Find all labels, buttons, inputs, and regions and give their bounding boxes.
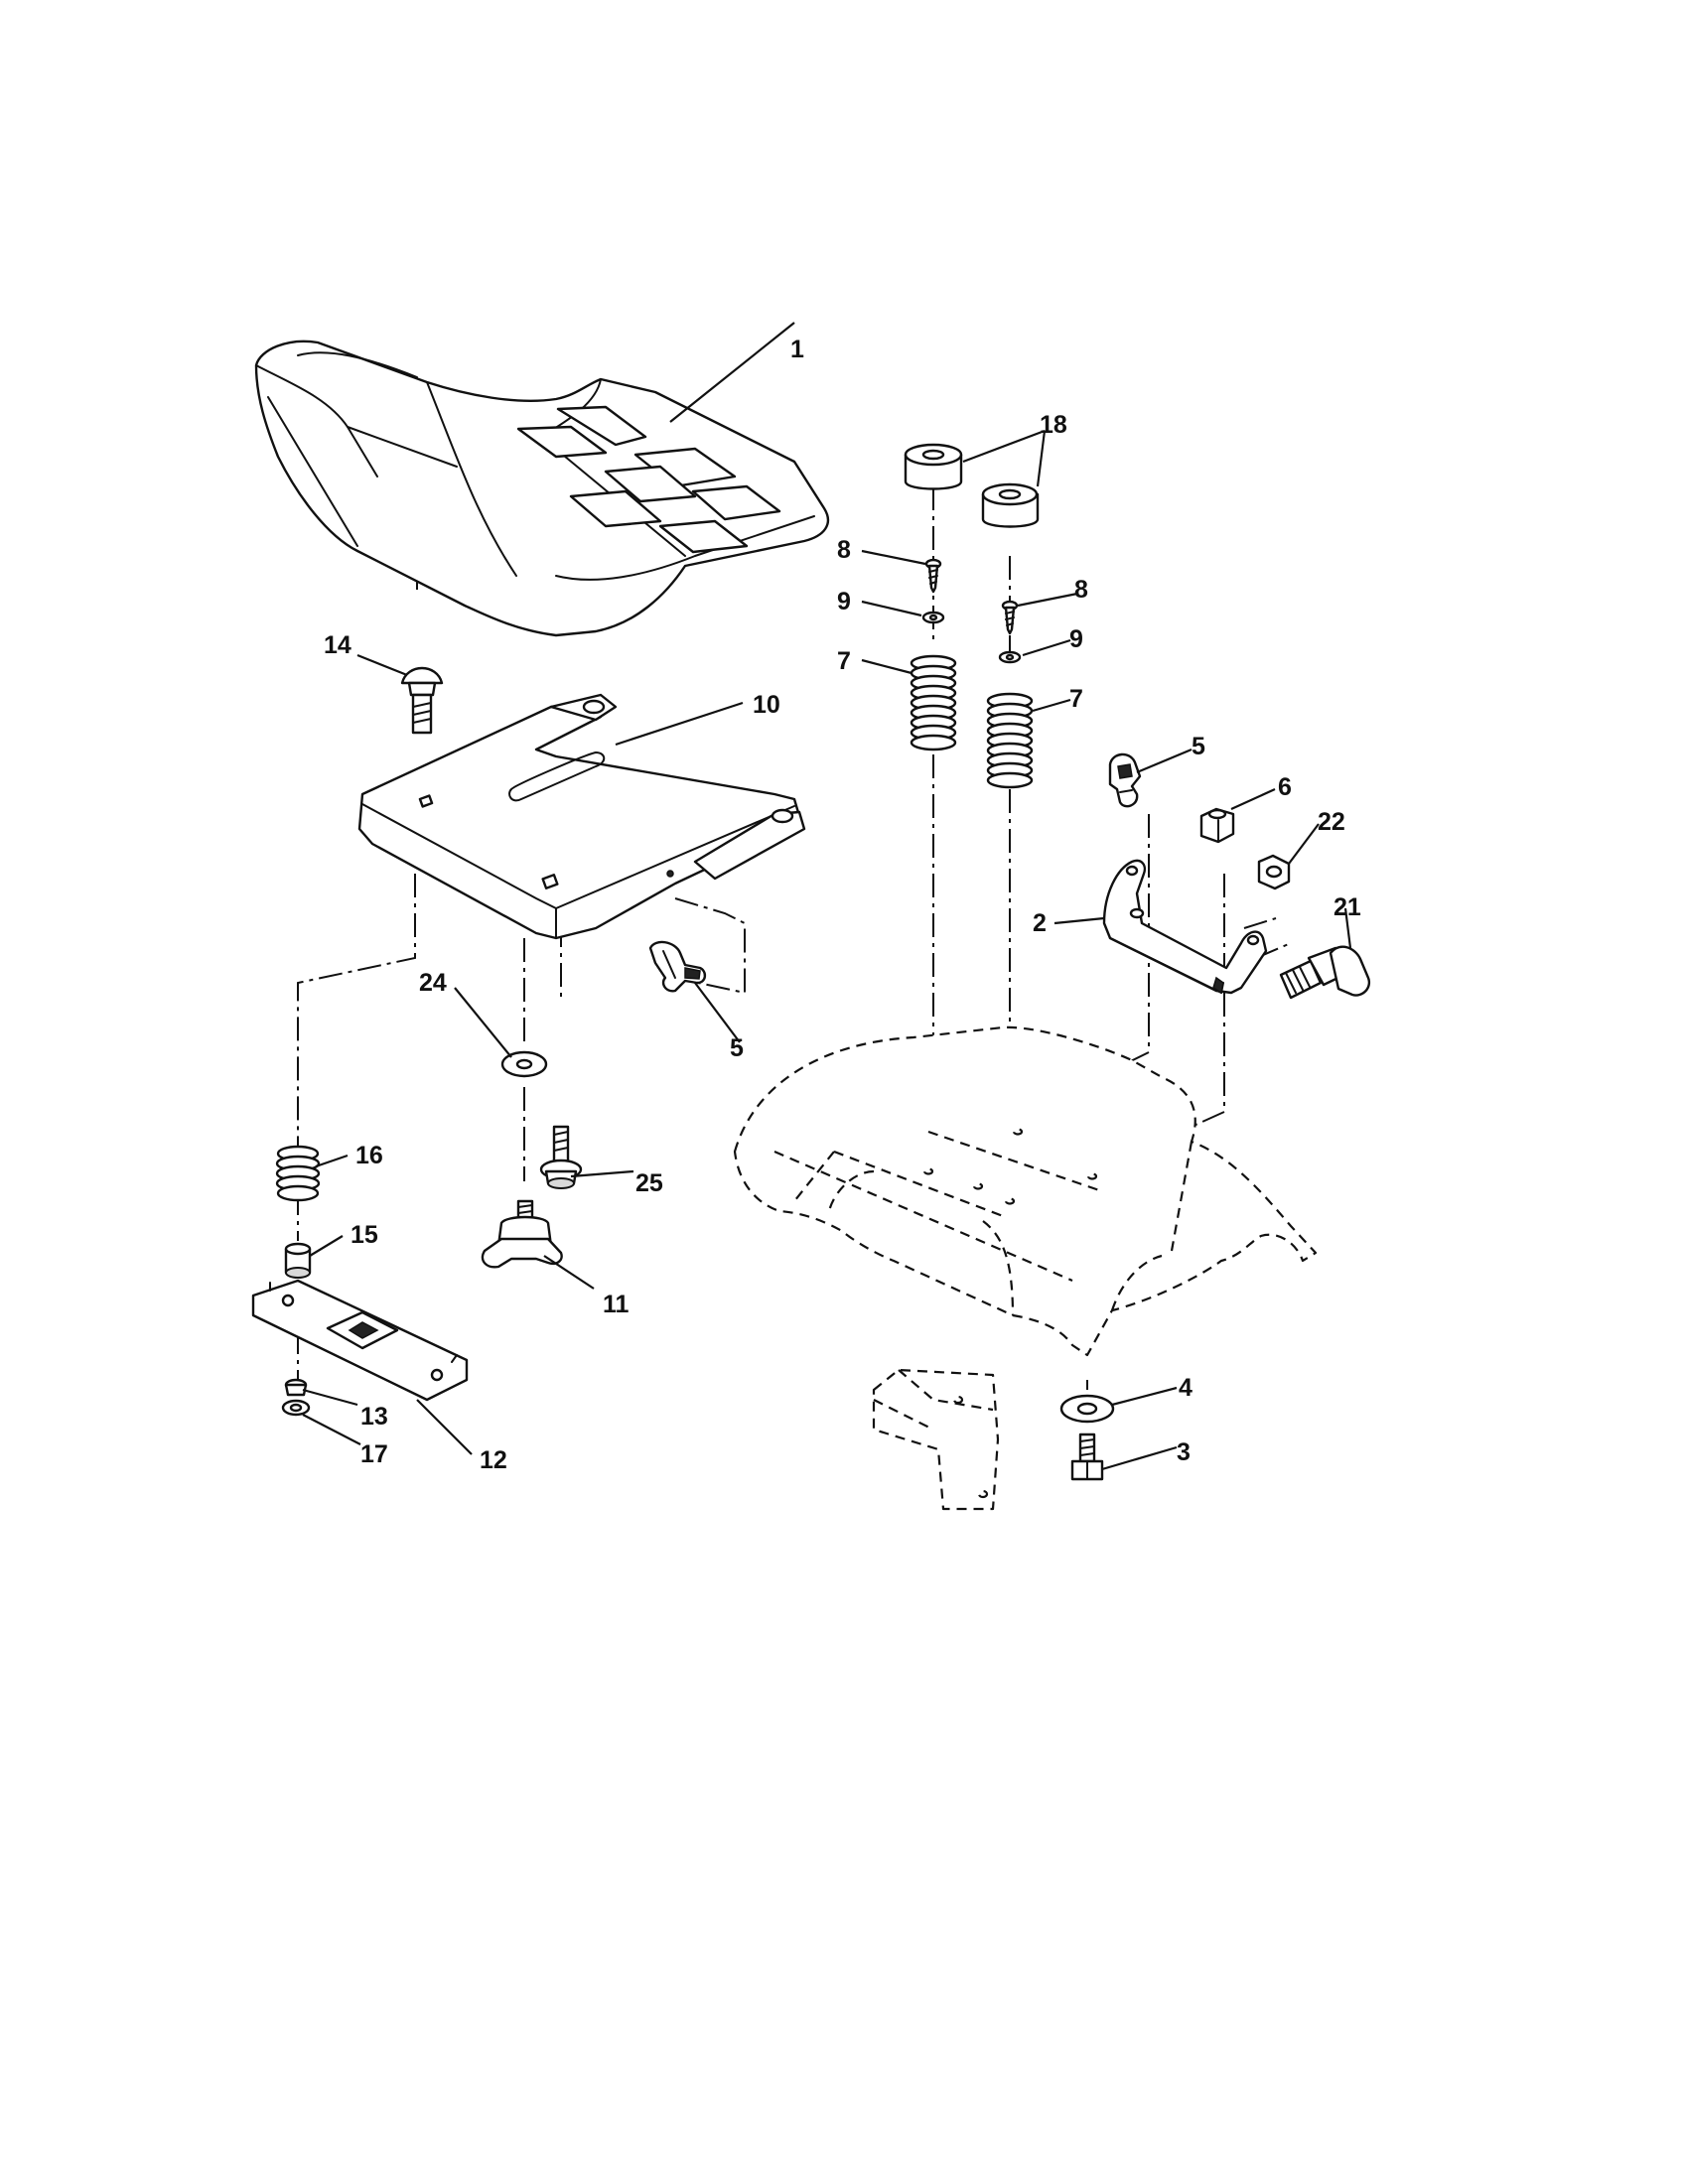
bracket-part-2 [1102,859,1268,995]
screw-part-8-right [1001,600,1019,635]
callout-22: 22 [1318,808,1345,836]
callout-9-right: 9 [1069,625,1083,653]
seat-grip-pads [516,405,781,554]
callout-4: 4 [1179,1374,1193,1402]
spacer-part-15 [284,1242,312,1279]
spring-part-16 [275,1145,321,1202]
callout-8-right: 8 [1074,576,1088,604]
callout-7-right: 7 [1069,685,1083,713]
callout-3: 3 [1177,1438,1191,1466]
callout-11: 11 [603,1291,630,1318]
callout-6: 6 [1278,773,1292,801]
callout-14: 14 [324,631,351,659]
callout-13: 13 [360,1403,388,1431]
callout-25: 25 [635,1169,663,1197]
callout-8-left: 8 [837,536,851,564]
callout-numbers: 1 18 8 8 9 9 7 7 5 6 22 21 2 10 14 5 24 … [324,336,1361,1474]
callout-15: 15 [351,1221,378,1249]
callout-18: 18 [1040,411,1067,439]
shoulder-bolt-part-21 [1279,945,1371,1000]
washer-part-17 [281,1399,311,1417]
callout-17: 17 [360,1440,388,1468]
callout-5-right: 5 [1192,733,1205,760]
nut-part-6 [1199,807,1235,844]
seat-clip-part-5-right [1108,752,1142,808]
seat-clip-part-5-left [648,940,707,993]
knob-part-11 [481,1199,563,1269]
callout-5-left: 5 [730,1034,744,1062]
washer-part-9-right [998,650,1022,664]
callout-16: 16 [355,1142,383,1169]
shoulder-bolt-part-25 [539,1125,583,1189]
spring-part-7-left [910,654,957,751]
callout-1: 1 [790,336,804,363]
bumper-part-18-right [981,482,1040,528]
callout-leaders [302,322,1352,1471]
nut-part-13 [284,1378,308,1397]
nut-part-22 [1257,854,1291,890]
callout-10: 10 [753,691,780,719]
slide-plate-part-12 [251,1279,469,1402]
callout-24: 24 [419,969,447,997]
bolt-part-3 [1070,1433,1104,1481]
callout-21: 21 [1333,893,1361,921]
callout-12: 12 [480,1446,507,1474]
tractor-frame-phantom [733,1025,1318,1511]
washer-part-9-left [921,611,945,624]
washer-part-4 [1059,1394,1115,1424]
seat-pan-part-10 [357,693,806,940]
screw-part-8-left [924,558,942,594]
carriage-bolt-part-14 [400,666,444,735]
spring-part-7-right [986,692,1034,789]
washer-part-24 [500,1050,548,1078]
callout-7-left: 7 [837,647,851,675]
seat-part-1 [254,340,830,637]
callout-9-left: 9 [837,588,851,615]
callout-2: 2 [1033,909,1047,937]
bumper-part-18-left [904,443,963,490]
